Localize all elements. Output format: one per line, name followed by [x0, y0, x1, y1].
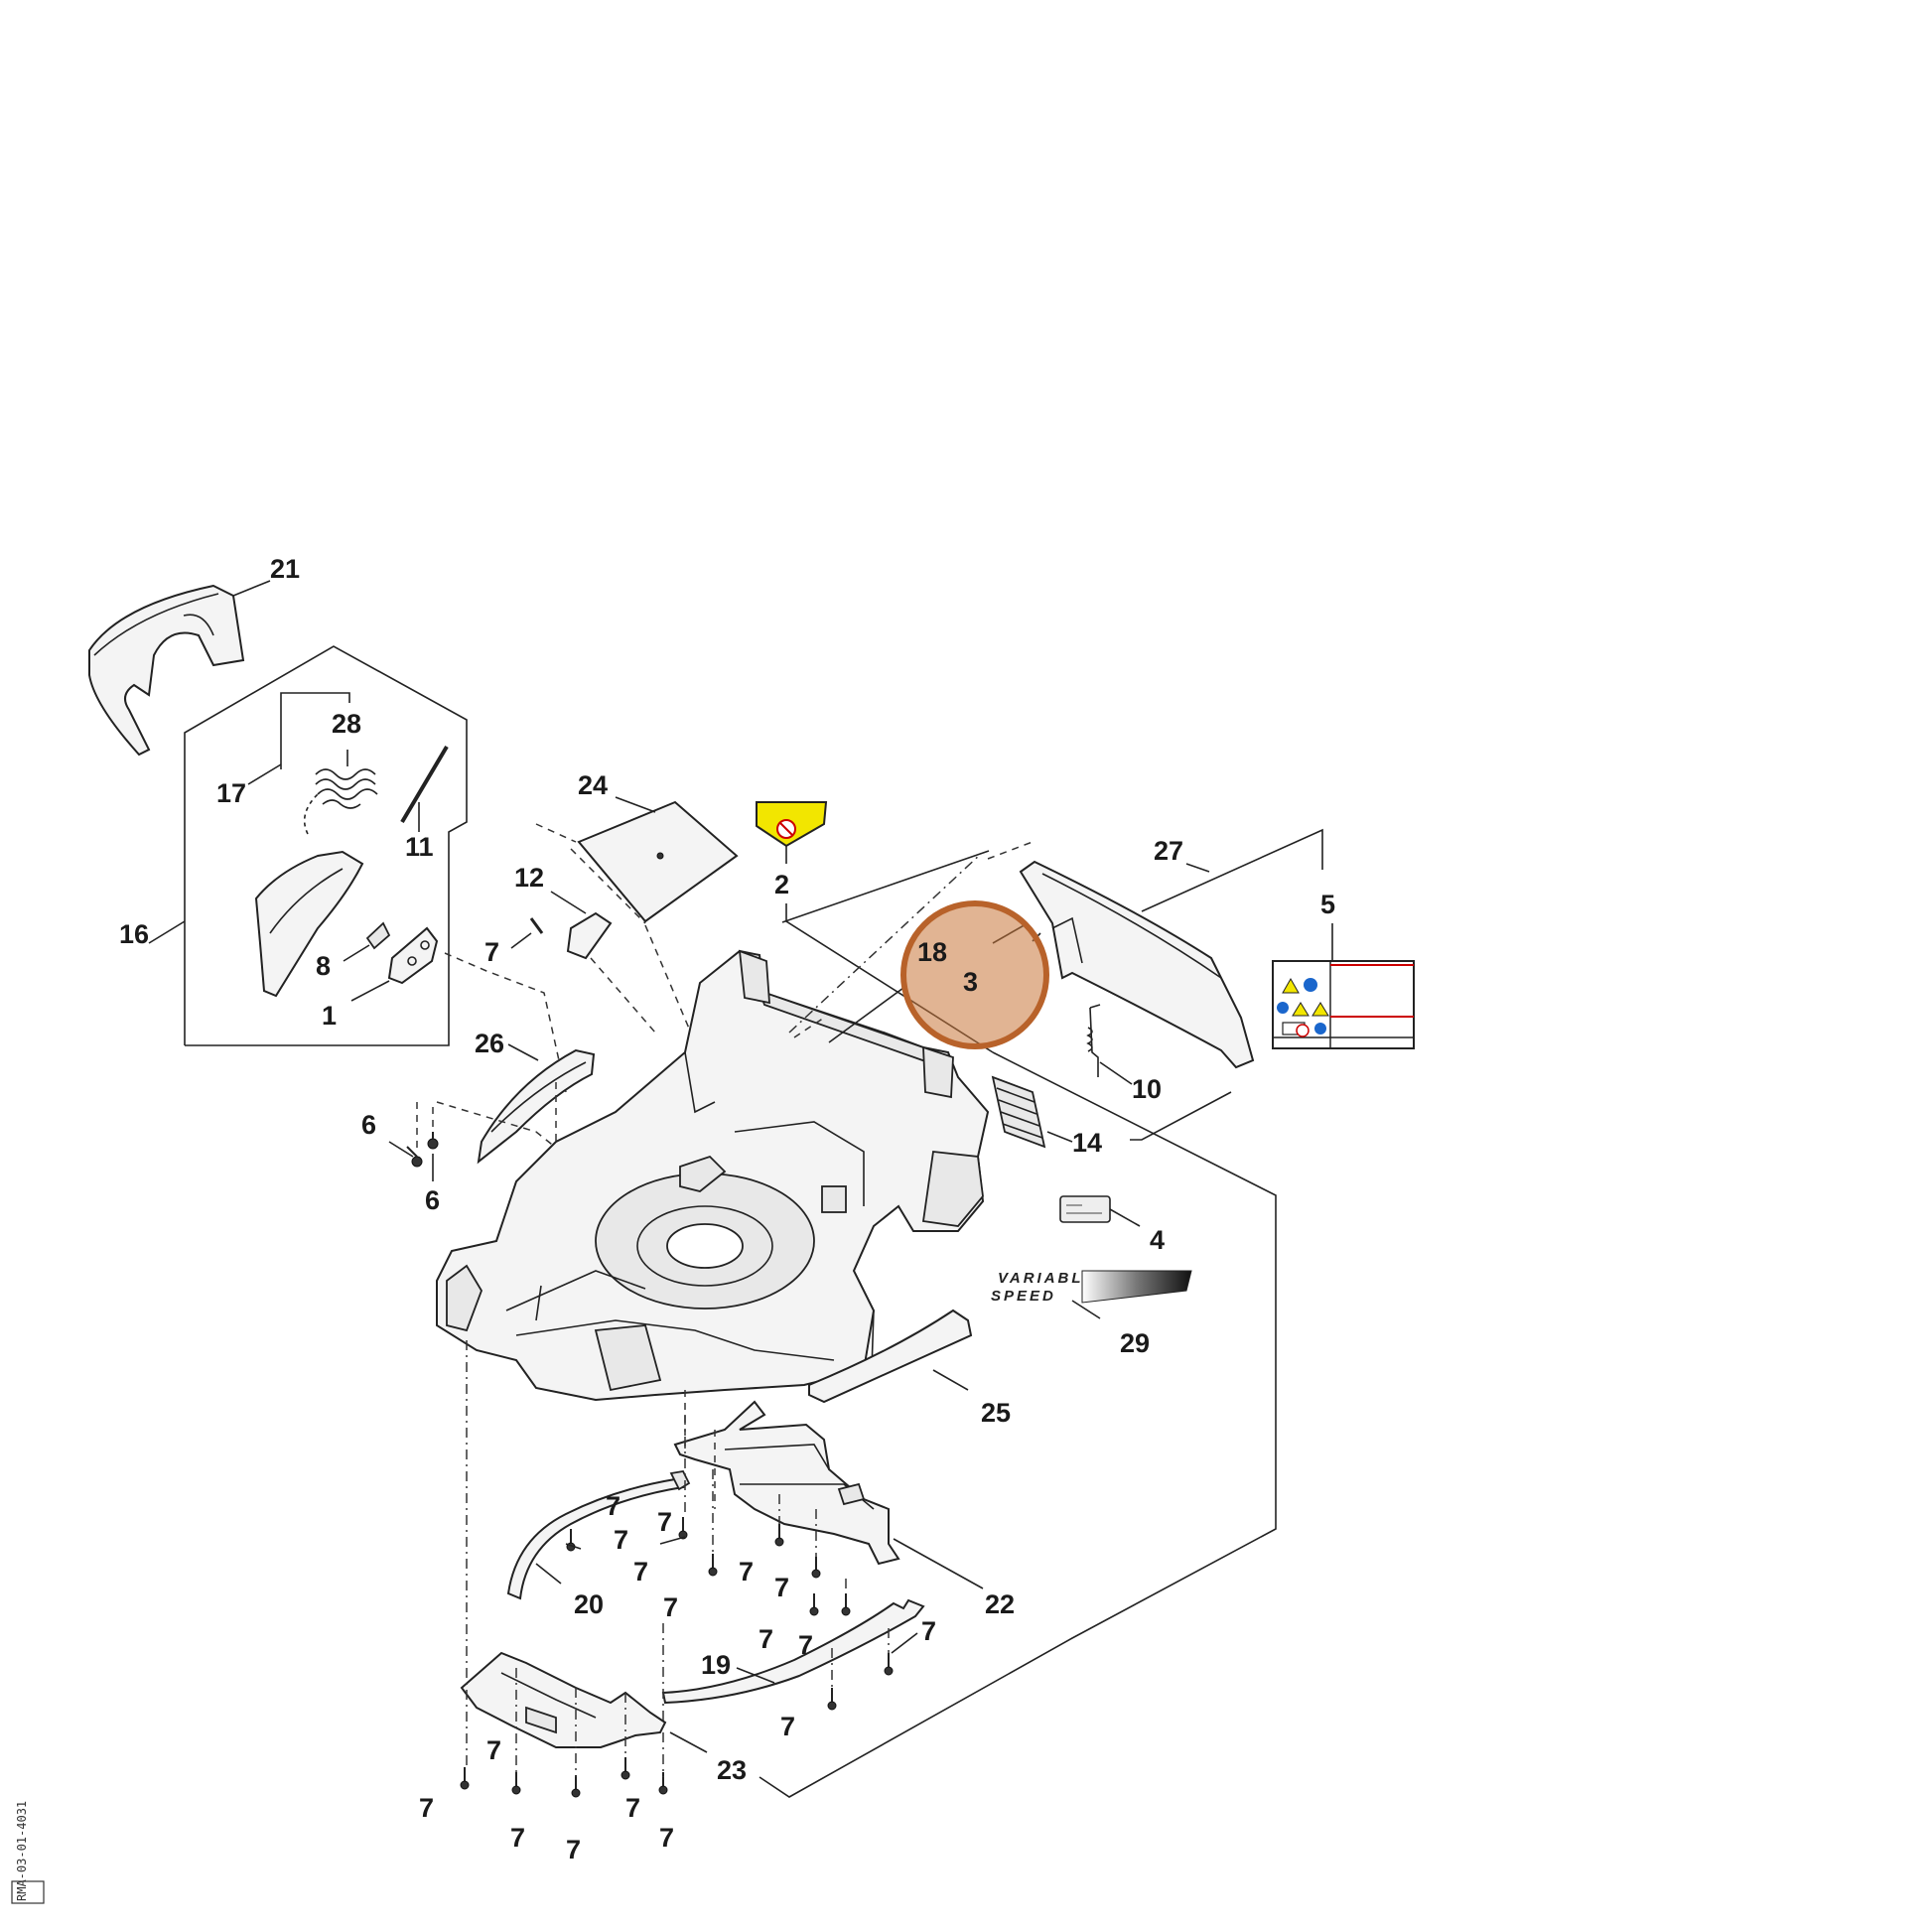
- part-6-screws: [388, 1101, 562, 1181]
- part-14-grille: [991, 1075, 1232, 1149]
- callout-7-l[interactable]: 7: [419, 1793, 434, 1823]
- part-29-decal: VARIABLE SPEED: [991, 1270, 1192, 1319]
- callout-7-k[interactable]: 7: [486, 1735, 501, 1765]
- callout-8[interactable]: 8: [316, 951, 331, 981]
- callout-6-b[interactable]: 6: [425, 1185, 440, 1215]
- callout-5[interactable]: 5: [1320, 890, 1335, 919]
- mower-deck-housing: [436, 949, 990, 1402]
- part-10-spring: [1086, 1004, 1133, 1085]
- callout-7-h[interactable]: 7: [798, 1630, 813, 1660]
- callout-7-d[interactable]: 7: [663, 1592, 678, 1622]
- part-27-deflector: [1019, 860, 1255, 1069]
- callout-7-n[interactable]: 7: [566, 1835, 581, 1864]
- part-28-spring: [315, 750, 378, 809]
- callout-20[interactable]: 20: [574, 1589, 604, 1619]
- decal-variable-text: VARIABLE: [998, 1270, 1097, 1287]
- drawing-code-box: [11, 1880, 45, 1904]
- part-8-hinge: [343, 921, 391, 962]
- callout-7-a[interactable]: 7: [484, 937, 499, 967]
- callout-7-r[interactable]: 7: [657, 1507, 672, 1537]
- part-26-trim: [477, 1043, 596, 1165]
- callout-labels: 21 28 17 11 16 8 1 24 12 7 2 27 5 18 3 1…: [119, 554, 1335, 1864]
- callout-6-a[interactable]: 6: [361, 1110, 376, 1140]
- callout-19[interactable]: 19: [701, 1650, 731, 1680]
- callout-7-m[interactable]: 7: [510, 1823, 525, 1853]
- part-7-screws: [460, 1340, 918, 1798]
- part-21-cover: [88, 580, 271, 757]
- part-16-flap: [148, 793, 364, 998]
- callout-23[interactable]: 23: [717, 1755, 747, 1785]
- part-24-plate: [535, 796, 739, 1043]
- part-25-bumper: [808, 1309, 973, 1404]
- decal-speed-text: SPEED: [991, 1288, 1056, 1305]
- callout-7-e[interactable]: 7: [739, 1557, 754, 1587]
- callout-21[interactable]: 21: [270, 554, 300, 584]
- part-4-label: [1059, 1195, 1141, 1227]
- group-frame-lines: [184, 645, 1323, 1798]
- part-19-rail: [661, 1598, 925, 1705]
- callout-10[interactable]: 10: [1132, 1074, 1162, 1104]
- highlight-circle-part-3[interactable]: [900, 900, 1049, 1049]
- callout-7-c[interactable]: 7: [633, 1557, 648, 1587]
- callout-28[interactable]: 28: [332, 709, 361, 739]
- callout-7-p[interactable]: 7: [659, 1823, 674, 1853]
- drawing-code: RMA-03-01-4031: [15, 1801, 29, 1901]
- part-2-warning-label: [756, 801, 994, 1053]
- callout-4[interactable]: 4: [1150, 1225, 1165, 1255]
- callout-24[interactable]: 24: [578, 770, 608, 800]
- callout-2[interactable]: 2: [774, 870, 789, 899]
- callout-3[interactable]: 3: [963, 967, 978, 997]
- callout-7-j[interactable]: 7: [780, 1712, 795, 1741]
- callout-18[interactable]: 18: [917, 937, 947, 967]
- part-1-bracket: [350, 926, 439, 1002]
- callout-7-f[interactable]: 7: [774, 1573, 789, 1602]
- callout-22[interactable]: 22: [985, 1589, 1015, 1619]
- callout-7-i[interactable]: 7: [921, 1616, 936, 1646]
- part-11-rod: [400, 745, 449, 832]
- part-12-clip: [510, 891, 656, 1034]
- callout-16[interactable]: 16: [119, 919, 149, 949]
- callout-25[interactable]: 25: [981, 1398, 1011, 1428]
- callout-14[interactable]: 14: [1072, 1128, 1102, 1158]
- callout-17[interactable]: 17: [216, 778, 246, 808]
- callout-27[interactable]: 27: [1154, 836, 1183, 866]
- callout-26[interactable]: 26: [475, 1029, 504, 1058]
- part-22-chute: [673, 1390, 984, 1589]
- callout-1[interactable]: 1: [322, 1001, 337, 1031]
- part-5-safety-decal: [1272, 923, 1415, 1049]
- part-17-leader: [247, 692, 350, 785]
- callout-7-g[interactable]: 7: [759, 1624, 773, 1654]
- callout-7-q[interactable]: 7: [606, 1491, 621, 1521]
- callout-29[interactable]: 29: [1120, 1328, 1150, 1358]
- callout-12[interactable]: 12: [514, 863, 544, 893]
- callout-7-o[interactable]: 7: [625, 1793, 640, 1823]
- callout-11[interactable]: 11: [405, 832, 434, 862]
- callout-7-b[interactable]: 7: [614, 1525, 628, 1555]
